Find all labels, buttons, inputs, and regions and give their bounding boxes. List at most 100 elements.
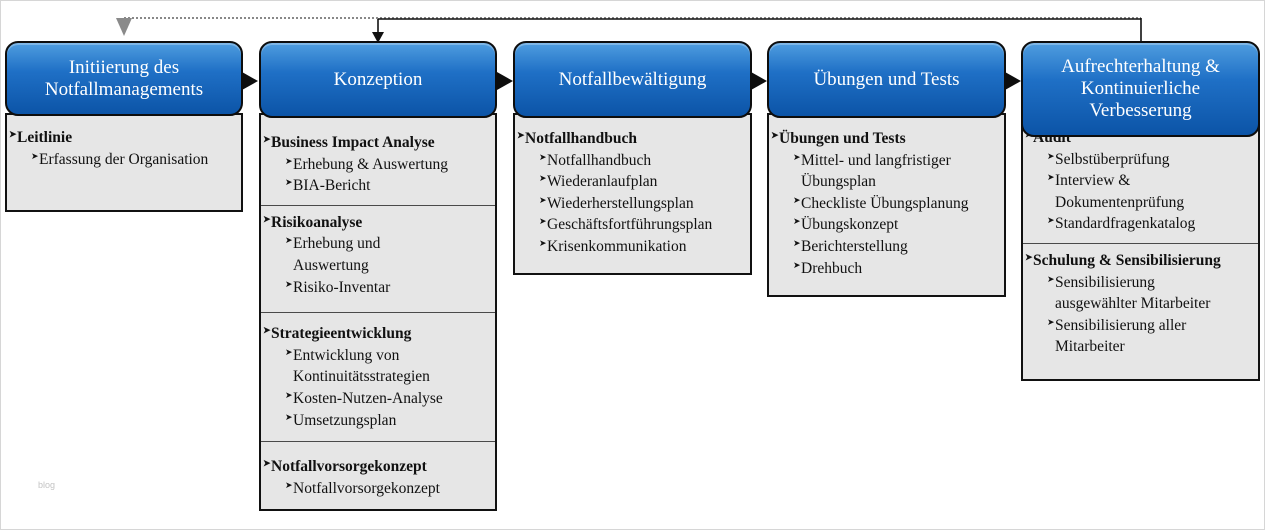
- section-title-text: Business Impact Analyse: [271, 134, 435, 151]
- phase-header-2: Konzeption: [259, 41, 497, 118]
- list-item-text: Umsetzungsplan: [293, 411, 397, 429]
- bullet-arrow-icon: ➤: [539, 173, 547, 184]
- phase-header-line: Konzeption: [333, 68, 423, 90]
- section-title: ➤Business Impact Analyse: [261, 132, 495, 154]
- section-title-text: Notfallvorsorgekonzept: [271, 458, 427, 476]
- bullet-arrow-icon: ➤: [793, 151, 801, 162]
- list-item-text: Notfallvorsorgekonzept: [293, 479, 440, 497]
- list-item-text: Kontinuitätsstrategien: [293, 368, 430, 386]
- list-item-text: Sensibilisierung: [1055, 273, 1155, 291]
- list-item-text: Mitarbeiter: [1055, 338, 1125, 356]
- list-item-text: Standardfragenkatalog: [1055, 215, 1196, 233]
- bullet-arrow-icon: ➤: [285, 155, 293, 166]
- bullet-arrow-icon: ➤: [1025, 251, 1033, 262]
- section-title: ➤Schulung & Sensibilisierung: [1023, 250, 1258, 272]
- phase-body-2: ➤Business Impact Analyse➤Erhebung & Ausw…: [259, 113, 497, 511]
- phase-header-line: Kontinuierliche: [1080, 78, 1201, 99]
- bullet-arrow-icon: ➤: [1047, 150, 1055, 161]
- list-item-text: Drehbuch: [801, 259, 863, 277]
- bullet-arrow-icon: ➤: [539, 216, 547, 227]
- list-item-text: Risiko-Inventar: [293, 278, 391, 296]
- list-item: ➤Übungskonzept: [769, 214, 1004, 236]
- section-notfallvorsorgekonzept: ➤Notfallvorsorgekonzept➤Notfallvorsorgek…: [261, 442, 495, 505]
- phase-header-line: Verbesserung: [1089, 100, 1192, 121]
- bullet-arrow-icon: ➤: [285, 177, 293, 188]
- list-item-text: Sensibilisierung aller: [1055, 316, 1187, 334]
- bullet-arrow-icon: ➤: [1047, 215, 1055, 226]
- section-audit: ➤Audit➤Selbstüberprüfung➤Interview &Doku…: [1023, 115, 1258, 244]
- bullet-arrow-icon: ➤: [793, 259, 801, 270]
- list-item-text: Erhebung und: [293, 235, 381, 253]
- feedback-arrowhead-black: [372, 32, 384, 43]
- bullet-arrow-icon: ➤: [539, 237, 547, 248]
- list-item-text: Auswertung: [293, 256, 369, 274]
- section-schulung-sensibilisierung: ➤Schulung & Sensibilisierung➤Sensibilisi…: [1023, 244, 1258, 366]
- section-title: ➤Leitlinie: [7, 127, 241, 149]
- phase-body-1: ➤Leitlinie➤Erfassung der Organisation: [5, 113, 243, 212]
- list-item-text: BIA-Bericht: [293, 177, 371, 195]
- list-item-text: Checkliste Übungsplanung: [801, 194, 969, 212]
- bullet-arrow-icon: ➤: [793, 216, 801, 227]
- list-item: ➤Standardfragenkatalog: [1023, 213, 1258, 235]
- section-title-text: Leitlinie: [17, 129, 73, 146]
- section-title: ➤Notfallhandbuch: [515, 128, 750, 150]
- bullet-arrow-icon: ➤: [263, 213, 271, 224]
- phase-body-3: ➤Notfallhandbuch➤Notfallhandbuch➤Wiedera…: [513, 113, 752, 275]
- bullet-arrow-icon: ➤: [285, 235, 293, 246]
- bullet-arrow-icon: ➤: [9, 129, 17, 139]
- list-item: ➤Erhebung & Auswertung: [261, 154, 495, 176]
- flow-arrow-2-icon: [497, 72, 513, 90]
- bullet-arrow-icon: ➤: [285, 389, 293, 400]
- list-item-text: Selbstüberprüfung: [1055, 150, 1170, 168]
- list-item: ➤Drehbuch: [769, 258, 1004, 280]
- bullet-arrow-icon: ➤: [771, 130, 779, 140]
- bullet-arrow-icon: ➤: [263, 458, 271, 469]
- list-item-text: Wiederherstellungsplan: [547, 194, 694, 212]
- bullet-arrow-icon: ➤: [263, 134, 271, 144]
- list-item-text: Interview &: [1055, 172, 1131, 190]
- list-item: ➤Berichterstellung: [769, 236, 1004, 258]
- bullet-arrow-icon: ➤: [1047, 172, 1055, 183]
- section-title-text: Risikoanalyse: [271, 213, 363, 231]
- phase-header-line: Aufrechterhaltung &: [1061, 56, 1220, 77]
- list-item: ➤Wiederherstellungsplan: [515, 193, 750, 215]
- section-title-text: Schulung & Sensibilisierung: [1033, 251, 1221, 269]
- list-item-text: ausgewählter Mitarbeiter: [1055, 295, 1211, 313]
- list-item: ➤Kosten-Nutzen-Analyse: [261, 388, 495, 410]
- list-item: ➤Umsetzungsplan: [261, 410, 495, 432]
- phase-header-line: Übungen und Tests: [813, 68, 960, 90]
- list-item-text: Berichterstellung: [801, 237, 908, 255]
- list-item-text: Dokumentenprüfung: [1055, 193, 1185, 211]
- list-item: ➤Erfassung der Organisation: [7, 149, 241, 171]
- list-item: ➤Risiko-Inventar: [261, 277, 495, 299]
- section-title: ➤Risikoanalyse: [261, 212, 495, 234]
- phase-header-line: Notfallmanagements: [44, 78, 204, 100]
- phase-header-line: Notfallbewältigung: [558, 68, 707, 90]
- list-item-text: Notfallhandbuch: [547, 151, 652, 169]
- flow-arrow-3-icon: [751, 72, 767, 90]
- section-notfallhandbuch: ➤Notfallhandbuch➤Notfallhandbuch➤Wiedera…: [515, 115, 750, 266]
- list-item: ➤Interview & Dokumentenprüfung: [1023, 170, 1258, 213]
- bullet-arrow-icon: ➤: [539, 151, 547, 162]
- list-item: ➤Krisenkommunikation: [515, 236, 750, 258]
- bullet-arrow-icon: ➤: [1047, 316, 1055, 327]
- phase-header-line: Initiierung des: [68, 56, 180, 78]
- bullet-arrow-icon: ➤: [285, 346, 293, 357]
- flow-arrow-1-icon: [242, 72, 258, 90]
- phase-header-4: Übungen und Tests: [767, 41, 1006, 118]
- bullet-arrow-icon: ➤: [285, 479, 293, 490]
- section-business-impact-analyse: ➤Business Impact Analyse➤Erhebung & Ausw…: [261, 115, 495, 206]
- list-item-text: Erfassung der Organisation: [39, 150, 209, 168]
- list-item: ➤Notfallhandbuch: [515, 150, 750, 172]
- section-leitlinie: ➤Leitlinie➤Erfassung der Organisation: [7, 115, 241, 184]
